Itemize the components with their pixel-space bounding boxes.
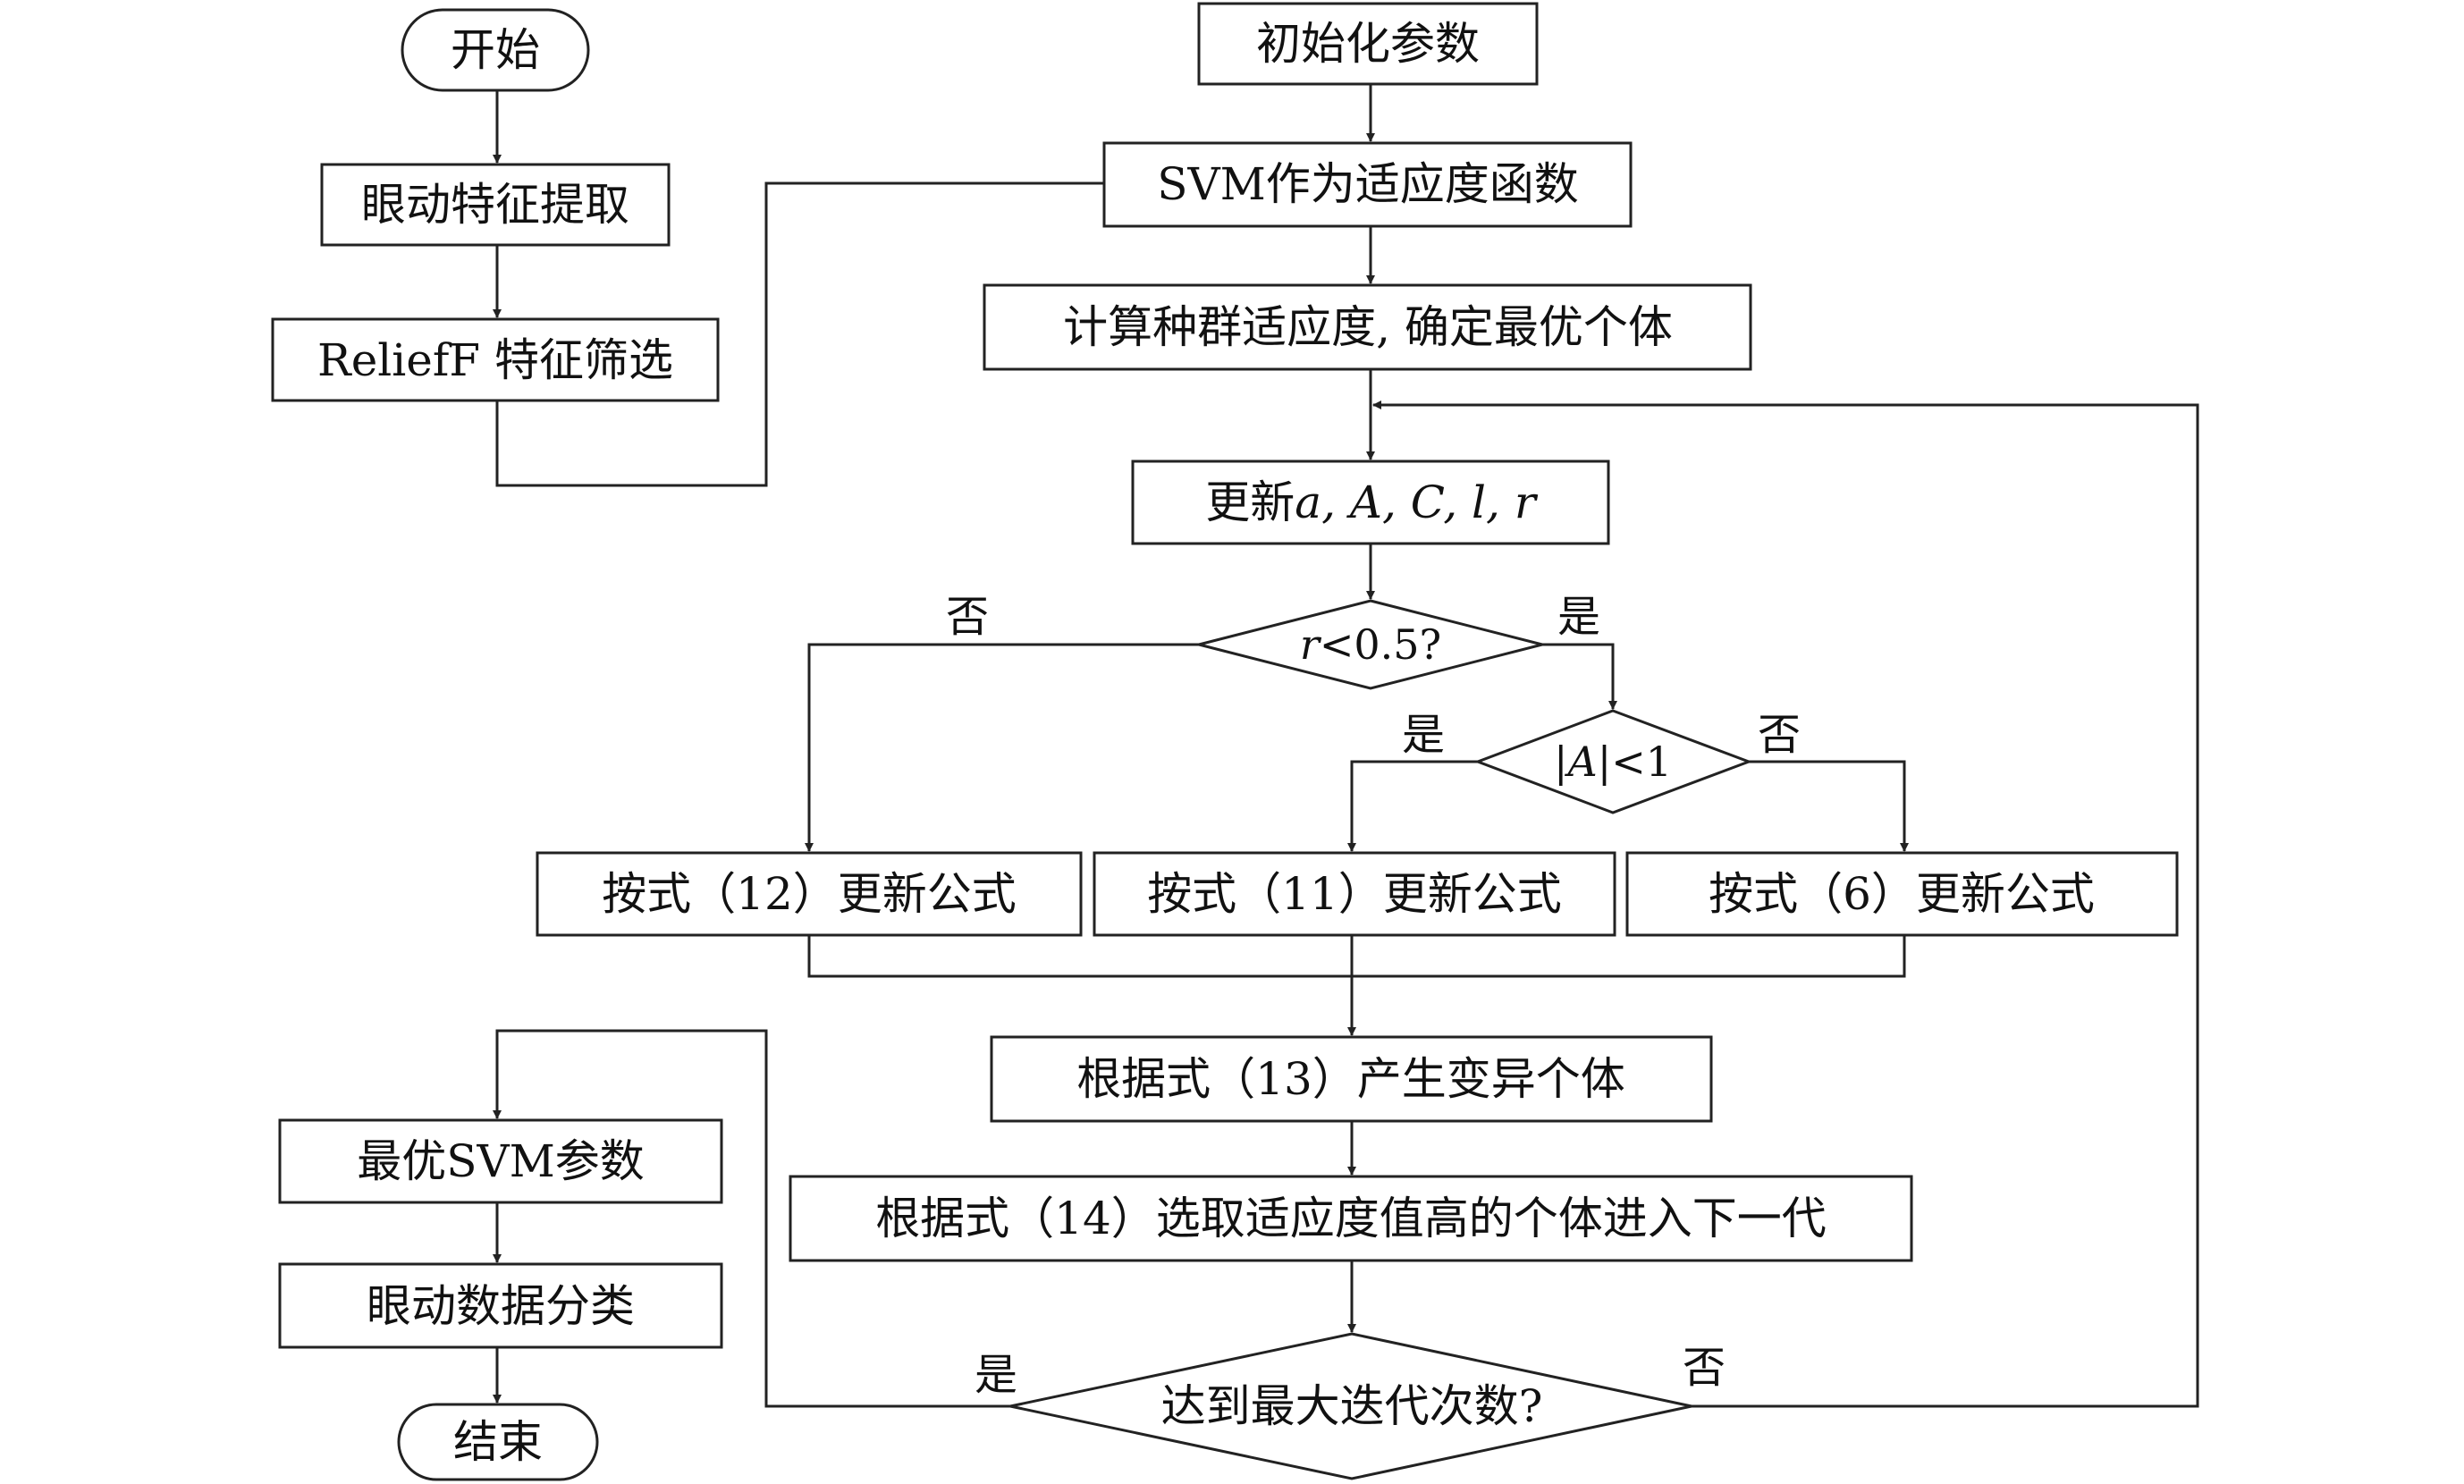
svm-fitness-box: SVM作为适应度函数	[1102, 141, 1633, 228]
branch-label-a-no: 否	[1758, 710, 1801, 760]
decision-a-var: |A|	[1554, 738, 1611, 786]
update-params-text: 更新a, A, C, l, r	[1205, 476, 1539, 528]
branch-label-r-yes: 是	[1557, 592, 1600, 642]
feature-extraction-box: 眼动特征提取	[320, 163, 671, 247]
decision-r-text: r<0.5?	[1300, 620, 1441, 669]
edge-iter-no-loop-back	[1372, 401, 2199, 1408]
best-svm-params-label: 最优SVM参数	[357, 1135, 645, 1187]
decision-a-diamond: |A|<1	[1473, 709, 1753, 814]
relieff-selection-label: ReliefF 特征筛选	[317, 334, 673, 386]
decision-a-text: |A|<1	[1554, 738, 1672, 786]
decision-max-iter-diamond: 达到最大迭代次数?	[1009, 1332, 1692, 1480]
update-eq6-box: 按式（6）更新公式	[1625, 851, 2179, 937]
update-eq12-label: 按式（12）更新公式	[602, 868, 1017, 920]
start-terminal: 开始	[401, 8, 590, 92]
decision-r-diamond: r<0.5?	[1198, 599, 1543, 690]
edge-iter-yes-to-best-svm	[493, 1029, 1010, 1408]
branch-label-iter-no: 否	[1683, 1343, 1726, 1393]
init-params-label: 初始化参数	[1256, 18, 1480, 70]
update-eq6-label: 按式（6）更新公式	[1709, 868, 2095, 920]
selection-label: 根据式（14）选取适应度值高的个体进入下一代	[875, 1193, 1827, 1244]
eye-data-classification-label: 眼动数据分类	[367, 1280, 635, 1332]
update-params-prefix: 更新	[1205, 476, 1295, 528]
end-terminal: 结束	[397, 1403, 599, 1481]
update-eq11-label: 按式（11）更新公式	[1147, 868, 1562, 920]
branch-label-iter-yes: 是	[975, 1350, 1017, 1400]
mutation-label: 根据式（13）产生变异个体	[1076, 1053, 1625, 1105]
update-params-box: 更新a, A, C, l, r	[1131, 460, 1610, 545]
feature-extraction-label: 眼动特征提取	[361, 179, 629, 231]
branch-label-a-yes: 是	[1402, 710, 1445, 760]
mutation-box: 根据式（13）产生变异个体	[990, 1035, 1713, 1123]
update-eq11-box: 按式（11）更新公式	[1093, 851, 1616, 937]
compute-fitness-box: 计算种群适应度, 确定最优个体	[983, 283, 1752, 371]
edge-r-no-to-eq12	[805, 643, 1199, 852]
edge-relieff-to-svm-fitness	[495, 181, 1104, 487]
decision-r-var: r	[1300, 620, 1322, 669]
end-label: 结束	[453, 1416, 543, 1468]
branch-label-r-no: 否	[946, 592, 989, 642]
connectors	[493, 84, 2199, 1408]
init-params-box: 初始化参数	[1197, 2, 1539, 86]
branch-labels: 否 是 是 否 是 否	[946, 592, 1801, 1400]
edge-merge-bus	[807, 935, 1906, 978]
edge-r-yes-to-decision-a	[1542, 643, 1617, 710]
decision-a-rest: <1	[1611, 738, 1672, 786]
eye-data-classification-box: 眼动数据分类	[278, 1262, 723, 1349]
edge-a-yes-to-eq11	[1347, 760, 1478, 852]
update-eq12-box: 按式（12）更新公式	[536, 851, 1083, 937]
best-svm-params-box: 最优SVM参数	[278, 1118, 723, 1204]
edge-a-no-to-eq6	[1749, 760, 1909, 852]
decision-max-iter-label: 达到最大迭代次数?	[1161, 1380, 1543, 1432]
relieff-selection-box: ReliefF 特征筛选	[271, 317, 720, 402]
update-params-vars: a, A, C, l, r	[1295, 476, 1539, 528]
selection-box: 根据式（14）选取适应度值高的个体进入下一代	[789, 1175, 1913, 1262]
svm-fitness-label: SVM作为适应度函数	[1157, 158, 1579, 210]
decision-r-rest: <0.5?	[1320, 620, 1441, 669]
compute-fitness-label: 计算种群适应度, 确定最优个体	[1063, 301, 1673, 353]
start-label: 开始	[451, 24, 540, 76]
